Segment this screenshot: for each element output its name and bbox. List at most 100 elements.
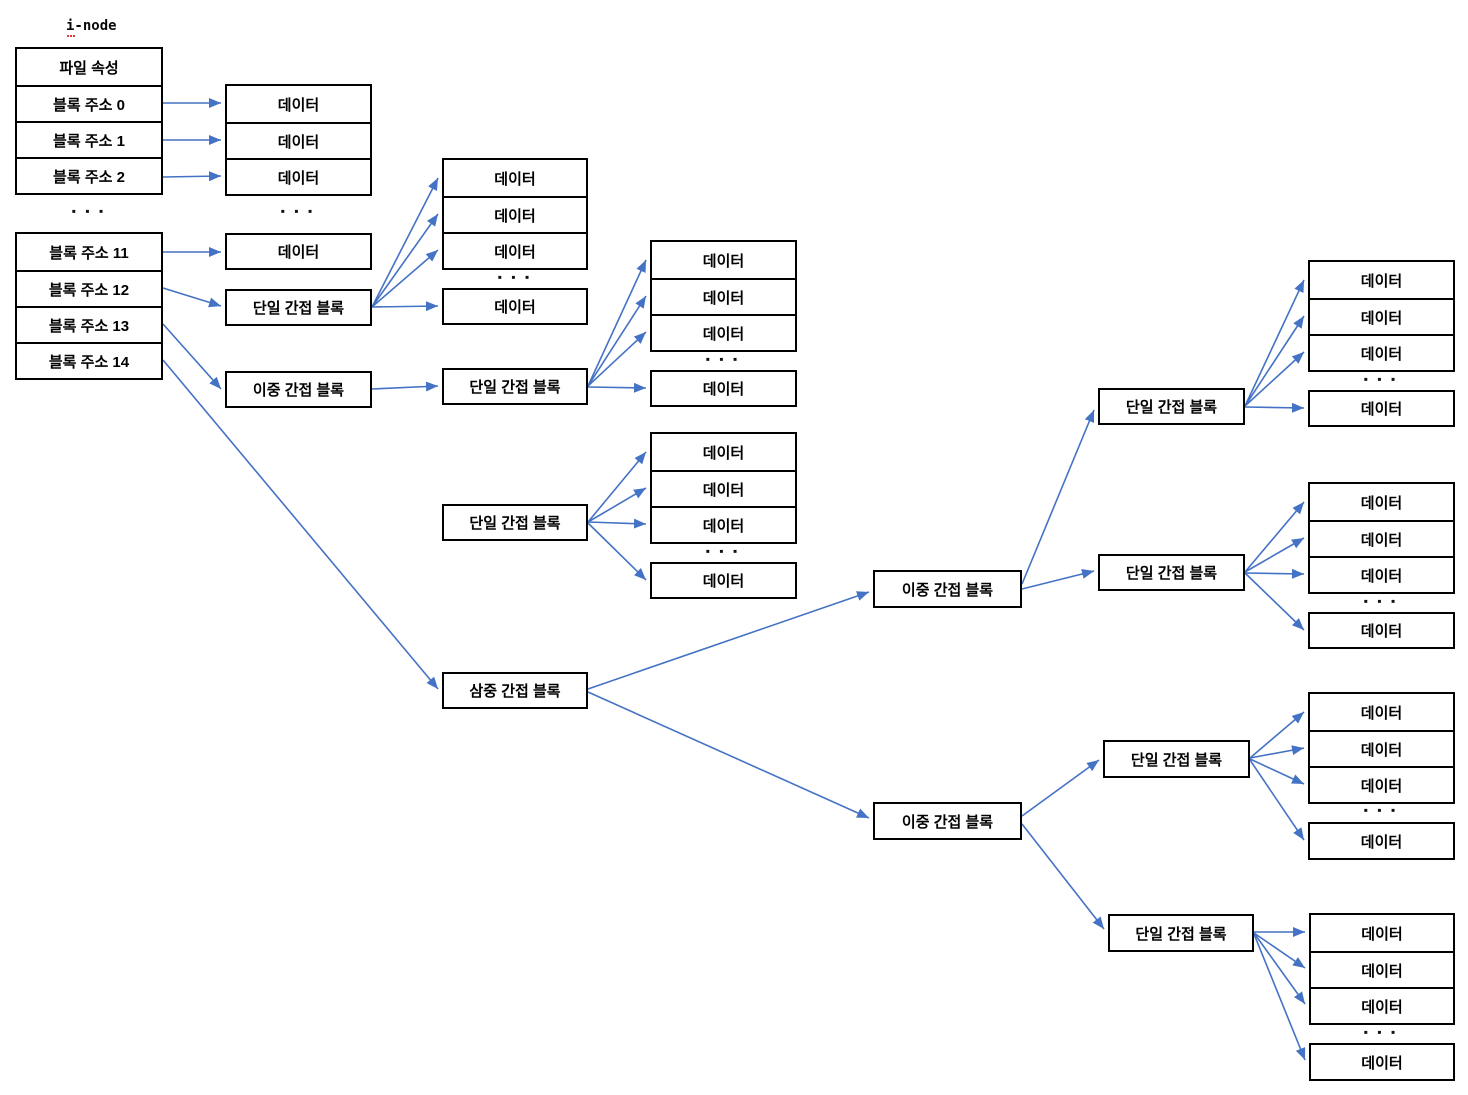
single-indirect-block-r1: 단일 간접 블록 bbox=[1098, 388, 1245, 425]
arrow-connector-37 bbox=[1249, 759, 1305, 841]
arrow-connector-24 bbox=[1021, 759, 1100, 817]
dots-direct-ellipsis: ▪ ▪ ▪ bbox=[280, 204, 316, 218]
data-group-single-2-row-2: 데이터 bbox=[652, 314, 795, 350]
data-r4-last: 데이터 bbox=[1309, 1043, 1455, 1081]
data-r1-last: 데이터 bbox=[1308, 390, 1455, 427]
data-group-single-3-row-2: 데이터 bbox=[652, 506, 795, 542]
dots-single-1-ellipsis: ▪ ▪ ▪ bbox=[497, 270, 533, 284]
arrow-connector-36 bbox=[1249, 758, 1305, 785]
arrow-connector-28 bbox=[1244, 351, 1305, 407]
data-group-direct-row-1: 데이터 bbox=[227, 122, 370, 158]
data-group-single-1-row-2: 데이터 bbox=[444, 232, 586, 268]
arrow-connector-4 bbox=[162, 287, 222, 308]
dots-single-2-ellipsis: ▪ ▪ ▪ bbox=[705, 352, 741, 366]
dots-r2-ellipsis: ▪ ▪ ▪ bbox=[1363, 594, 1399, 608]
data-group-single-2-row-1: 데이터 bbox=[652, 278, 795, 314]
data-group-single-1-row-1: 데이터 bbox=[444, 196, 586, 232]
arrow-connector-17 bbox=[587, 487, 647, 523]
data-single-3-last: 데이터 bbox=[650, 562, 797, 599]
arrow-connector-10 bbox=[371, 301, 439, 312]
single-indirect-block-r2: 단일 간접 블록 bbox=[1098, 554, 1245, 591]
inode-table-bottom-row-2: 블록 주소 13 bbox=[17, 306, 161, 342]
arrow-connector-31 bbox=[1244, 537, 1305, 573]
single-indirect-block-1: 단일 간접 블록 bbox=[225, 289, 372, 326]
data-single-1-last: 데이터 bbox=[442, 288, 588, 325]
arrow-connector-26 bbox=[1244, 279, 1305, 407]
arrow-connector-22 bbox=[1021, 409, 1095, 585]
arrow-connector-9 bbox=[371, 249, 439, 308]
arrow-connector-14 bbox=[587, 331, 647, 387]
data-group-r2-row-2: 데이터 bbox=[1310, 556, 1453, 592]
double-indirect-block-3: 이중 간접 블록 bbox=[873, 802, 1022, 840]
data-group-single-2-row-0: 데이터 bbox=[702, 252, 745, 270]
double-indirect-block-2: 이중 간접 블록 bbox=[873, 570, 1022, 608]
single-indirect-block-r4: 단일 간접 블록 bbox=[1108, 914, 1254, 952]
single-indirect-block-3: 단일 간접 블록 bbox=[442, 504, 588, 541]
arrow-connector-39 bbox=[1253, 932, 1306, 969]
data-group-r4-row-0: 데이터 bbox=[1361, 925, 1403, 943]
arrow-connector-6 bbox=[162, 359, 439, 690]
arrow-connector-8 bbox=[371, 213, 439, 308]
arrow-connector-32 bbox=[1244, 568, 1305, 579]
data-group-direct-row-0: 데이터 bbox=[277, 96, 320, 114]
inode-table-bottom-row-0: 블록 주소 11 bbox=[49, 244, 129, 262]
spellcheck-squiggle-icon bbox=[67, 30, 75, 37]
arrow-connector-19 bbox=[587, 522, 647, 581]
inode-table-top-row-0: 파일 속성 bbox=[59, 59, 119, 77]
data-group-r4-row-1: 데이터 bbox=[1311, 951, 1453, 987]
data-r2-last: 데이터 bbox=[1308, 612, 1455, 649]
data-group-r3-row-1: 데이터 bbox=[1310, 730, 1453, 766]
arrow-connector-16 bbox=[587, 451, 647, 523]
arrow-connector-20 bbox=[587, 591, 870, 690]
arrow-connector-40 bbox=[1253, 932, 1306, 1005]
data-r3-last: 데이터 bbox=[1308, 822, 1455, 860]
arrow-connector-25 bbox=[1021, 823, 1105, 930]
arrow-connector-13 bbox=[587, 295, 647, 387]
single-indirect-block-2: 단일 간접 블록 bbox=[442, 368, 588, 405]
data-group-single-3-row-0: 데이터 bbox=[702, 444, 745, 462]
arrow-connector-27 bbox=[1244, 315, 1305, 407]
arrow-connector-5 bbox=[162, 323, 222, 390]
arrow-connector-41 bbox=[1253, 933, 1306, 1061]
arrow-connector-7 bbox=[371, 177, 439, 308]
arrow-connector-15 bbox=[587, 382, 647, 393]
dots-r3-ellipsis: ▪ ▪ ▪ bbox=[1363, 803, 1399, 817]
dots-inode-ellipsis: ▪ ▪ ▪ bbox=[71, 204, 107, 218]
data-group-r3-row-2: 데이터 bbox=[1310, 766, 1453, 802]
data-group-single-1-row-0: 데이터 bbox=[494, 170, 536, 188]
arrow-connector-23 bbox=[1021, 569, 1095, 590]
data-group-single-3-row-1: 데이터 bbox=[652, 470, 795, 506]
data-single-2-last: 데이터 bbox=[650, 370, 797, 407]
arrow-connector-30 bbox=[1244, 501, 1305, 573]
arrow-connector-21 bbox=[587, 691, 870, 819]
dots-r1-ellipsis: ▪ ▪ ▪ bbox=[1363, 372, 1399, 386]
data-block-11: 데이터 bbox=[225, 233, 372, 270]
inode-table-top-row-1: 블록 주소 0 bbox=[17, 85, 161, 121]
inode-table-top-row-3: 블록 주소 2 bbox=[17, 157, 161, 193]
data-group-direct-row-2: 데이터 bbox=[227, 158, 370, 194]
inode-table-top-row-2: 블록 주소 1 bbox=[17, 121, 161, 157]
triple-indirect-block: 삼중 간접 블록 bbox=[442, 672, 588, 709]
diagram-title: i-node bbox=[66, 18, 117, 34]
data-group-r2-row-1: 데이터 bbox=[1310, 520, 1453, 556]
data-group-r3-row-0: 데이터 bbox=[1360, 704, 1403, 722]
dots-single-3-ellipsis: ▪ ▪ ▪ bbox=[705, 544, 741, 558]
inode-table-bottom-row-1: 블록 주소 12 bbox=[17, 270, 161, 306]
arrow-connector-33 bbox=[1244, 572, 1305, 631]
data-group-r2-row-0: 데이터 bbox=[1360, 494, 1403, 512]
arrow-connector-34 bbox=[1249, 711, 1305, 759]
dots-r4-ellipsis: ▪ ▪ ▪ bbox=[1363, 1025, 1399, 1039]
arrow-connector-11 bbox=[371, 381, 439, 392]
data-group-r4-row-2: 데이터 bbox=[1311, 987, 1453, 1023]
arrow-connector-29 bbox=[1244, 402, 1305, 413]
